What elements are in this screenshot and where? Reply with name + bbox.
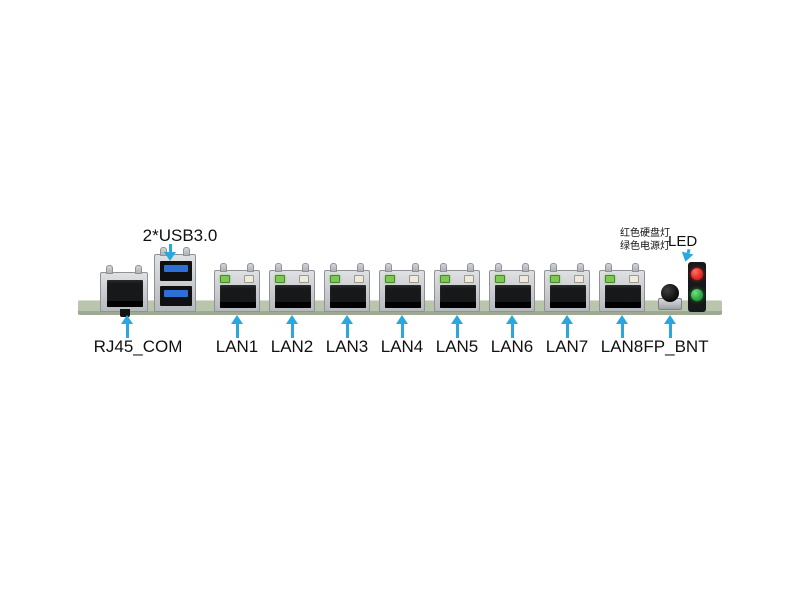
- lan-port-3: [324, 263, 370, 312]
- lan3-arrow-up-icon: [341, 315, 353, 338]
- lan5-jack: [440, 285, 476, 308]
- led-indicator: [688, 262, 706, 312]
- led-note-line1: 红色硬盘灯: [620, 228, 670, 239]
- lan-port-8: [599, 263, 645, 312]
- lan1-green-led: [220, 275, 230, 283]
- usb-arrow-down-icon: [164, 244, 176, 261]
- lan2-jack: [275, 285, 311, 308]
- lan6-amber-led: [519, 275, 529, 283]
- lan6-green-led: [495, 275, 505, 283]
- lan2-arrow-up-icon: [286, 315, 298, 338]
- lan3-amber-led: [354, 275, 364, 283]
- lan4-jack: [385, 285, 421, 308]
- lan5-label: LAN5: [435, 337, 479, 356]
- usb3-port-stack: [154, 247, 196, 312]
- lan3-green-led: [330, 275, 340, 283]
- usb3-port-top: [160, 261, 192, 281]
- lan7-label: LAN7: [545, 337, 589, 356]
- lan4-arrow-up-icon: [396, 315, 408, 338]
- lan1-jack: [220, 285, 256, 308]
- fp-bnt-cap: [661, 284, 679, 302]
- usb-tongue: [164, 265, 188, 272]
- rj45-com-arrow-up-icon: [121, 315, 133, 338]
- lan8-green-led: [605, 275, 615, 283]
- lan5-green-led: [440, 275, 450, 283]
- lan5-arrow-up-icon: [451, 315, 463, 338]
- lan4-green-led: [385, 275, 395, 283]
- usb-label: 2*USB3.0: [142, 226, 218, 245]
- lan-port-1: [214, 263, 260, 312]
- lan3-label: LAN3: [325, 337, 369, 356]
- led-arrow-down-icon: [679, 248, 695, 264]
- lan6-arrow-up-icon: [506, 315, 518, 338]
- lan6-jack: [495, 285, 531, 308]
- rj45-com-jack: [107, 280, 143, 307]
- lan8-label: LAN8: [600, 337, 644, 356]
- lan4-label: LAN4: [380, 337, 424, 356]
- led-note-line2: 绿色电源灯: [620, 240, 670, 252]
- lan2-green-led: [275, 275, 285, 283]
- rj45-latch: [120, 309, 130, 317]
- lan1-arrow-up-icon: [231, 315, 243, 338]
- lan2-label: LAN2: [270, 337, 314, 356]
- fp-bnt-label: FP_BNT: [643, 337, 709, 356]
- power-green-led: [691, 289, 703, 301]
- lan1-amber-led: [244, 275, 254, 283]
- lan6-label: LAN6: [490, 337, 534, 356]
- led-label: LED: [668, 233, 698, 250]
- lan7-arrow-up-icon: [561, 315, 573, 338]
- lan-port-6: [489, 263, 535, 312]
- lan-port-7: [544, 263, 590, 312]
- lan-port-2: [269, 263, 315, 312]
- rj45-com-label: RJ45_COM: [93, 337, 183, 356]
- fp-bnt-arrow-up-icon: [664, 315, 676, 338]
- lan7-jack: [550, 285, 586, 308]
- fp-bnt-button: [656, 284, 684, 310]
- lan2-amber-led: [299, 275, 309, 283]
- usb-tongue: [164, 290, 188, 297]
- lan-port-5: [434, 263, 480, 312]
- lan7-amber-led: [574, 275, 584, 283]
- rj45-com-port: [100, 265, 148, 317]
- lan1-label: LAN1: [215, 337, 259, 356]
- hdd-red-led: [691, 268, 703, 280]
- lan7-green-led: [550, 275, 560, 283]
- lan8-arrow-up-icon: [616, 315, 628, 338]
- usb3-port-bottom: [160, 286, 192, 306]
- lan8-jack: [605, 285, 641, 308]
- lan5-amber-led: [464, 275, 474, 283]
- lan8-amber-led: [629, 275, 639, 283]
- lan3-jack: [330, 285, 366, 308]
- led-note: 红色硬盘灯 绿色电源灯: [620, 228, 670, 253]
- lan-port-4: [379, 263, 425, 312]
- lan4-amber-led: [409, 275, 419, 283]
